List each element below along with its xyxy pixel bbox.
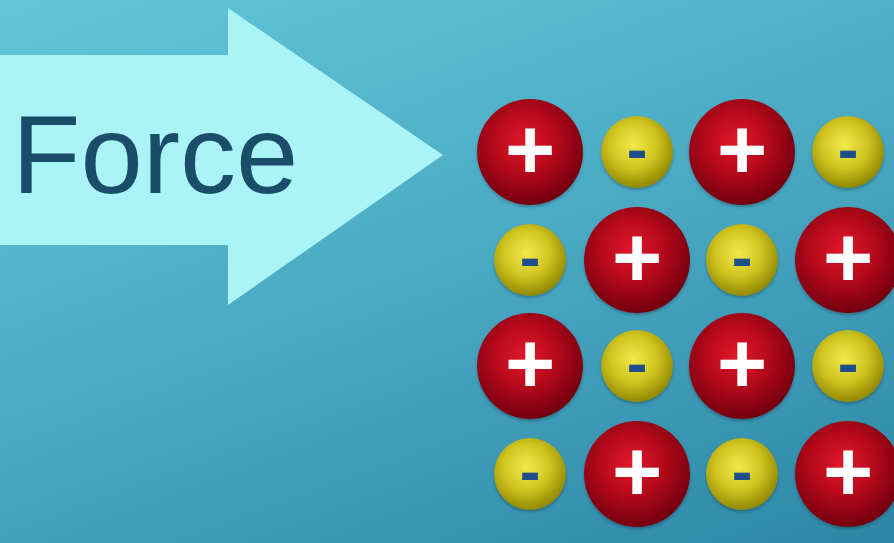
charge-sign: - [732, 440, 753, 502]
charge-sign: + [612, 214, 662, 300]
negative-ion: - [706, 438, 778, 510]
charge-sign: + [505, 320, 555, 406]
charge-sign: - [520, 440, 541, 502]
charge-sign: + [823, 214, 873, 300]
positive-ion: + [477, 99, 583, 205]
negative-ion: - [601, 330, 673, 402]
charge-sign: - [520, 226, 541, 288]
force-label: Force [12, 99, 298, 211]
positive-ion: + [795, 421, 894, 527]
positive-ion: + [477, 313, 583, 419]
charge-sign: + [505, 106, 555, 192]
arrow-outline [0, 8, 443, 305]
charge-sign: + [823, 428, 873, 514]
negative-ion: - [812, 116, 884, 188]
positive-ion: + [689, 99, 795, 205]
charge-sign: - [838, 332, 859, 394]
positive-ion: + [584, 207, 690, 313]
positive-ion: + [795, 207, 894, 313]
charge-sign: + [717, 320, 767, 406]
force-arrow: Force [0, 8, 446, 306]
positive-ion: + [689, 313, 795, 419]
negative-ion: - [494, 224, 566, 296]
charge-sign: - [627, 332, 648, 394]
charge-sign: + [612, 428, 662, 514]
charge-sign: - [732, 226, 753, 288]
negative-ion: - [812, 330, 884, 402]
charge-sign: - [838, 118, 859, 180]
charge-sign: + [717, 106, 767, 192]
negative-ion: - [494, 438, 566, 510]
charge-sign: - [627, 118, 648, 180]
positive-ion: + [584, 421, 690, 527]
negative-ion: - [706, 224, 778, 296]
negative-ion: - [601, 116, 673, 188]
